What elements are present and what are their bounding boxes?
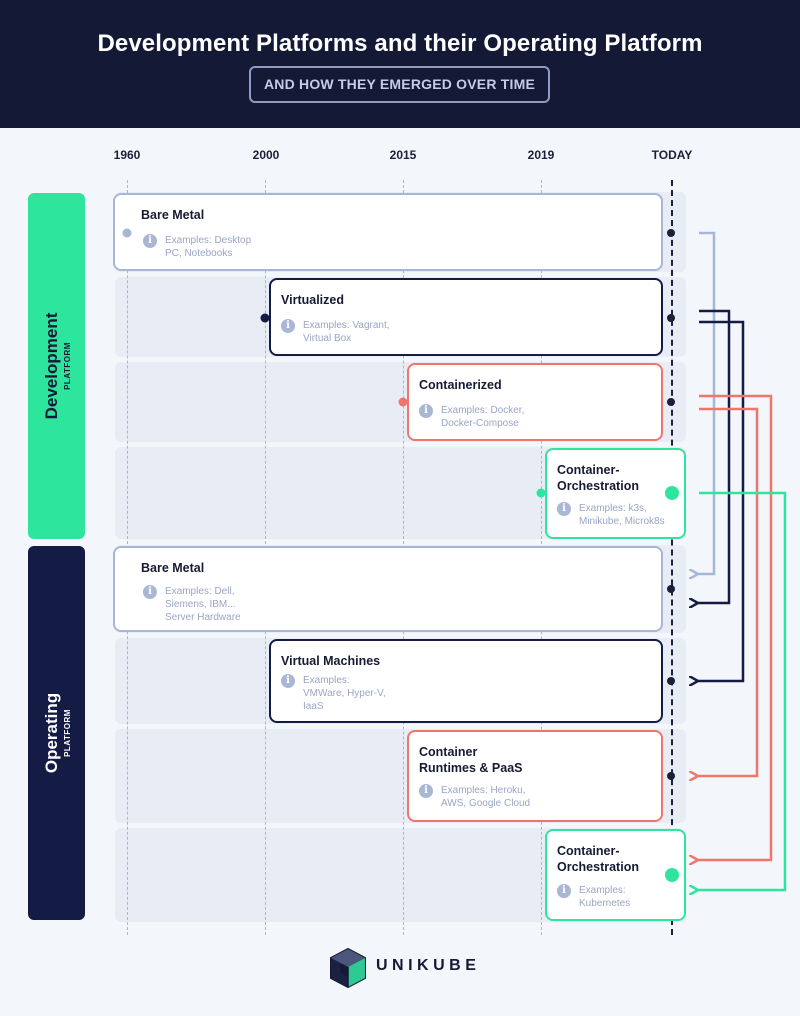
info-icon: i	[557, 502, 571, 516]
info-icon: i	[419, 784, 433, 798]
card-title: Container-Orchestration	[557, 844, 639, 874]
today-dot	[667, 585, 675, 593]
card-examples: Examples: Dell,Siemens, IBM...Server Har…	[165, 586, 241, 623]
today-dot	[667, 398, 675, 406]
today-dot	[665, 486, 679, 500]
year-label-today: TODAY	[651, 148, 693, 162]
today-dot	[667, 229, 675, 237]
start-dot	[122, 228, 132, 238]
year-label-2019: 2019	[527, 148, 555, 162]
unikube-logo-icon	[330, 947, 366, 989]
dev-card-container-orchestration: Container-Orchestration i Examples: k3s,…	[545, 448, 686, 539]
info-icon: i	[143, 585, 157, 599]
today-dot	[667, 772, 675, 780]
start-dot	[260, 313, 270, 323]
dev-card-virtualized: Virtualized i Examples: Vagrant,Virtual …	[269, 278, 663, 356]
card-examples: Examples:Kubernetes	[579, 885, 631, 909]
card-title: Bare Metal	[141, 208, 205, 222]
today-dot	[667, 677, 675, 685]
sidebar-development: Development PLATFORM	[28, 193, 85, 539]
card-title: Virtual Machines	[281, 654, 381, 668]
info-icon: i	[281, 319, 295, 333]
info-icon: i	[557, 884, 571, 898]
today-dot	[665, 868, 679, 882]
card-title: Bare Metal	[141, 561, 205, 575]
connector-containerized-runtimes	[697, 407, 759, 776]
card-examples: Examples:VMWare, Hyper-V,IaaS	[303, 675, 386, 712]
ops-card-container-orchestration: Container-Orchestration i Examples:Kuber…	[545, 829, 686, 921]
dev-card-containerized: Containerized i Examples: Docker,Docker-…	[407, 363, 663, 441]
year-label-2000: 2000	[252, 148, 280, 162]
connector-containerized-orchestration	[697, 394, 773, 860]
sidebar-operating: Operating PLATFORM	[28, 546, 85, 920]
connector-bare-metal	[697, 231, 716, 574]
page-subtitle: AND HOW THEY EMERGED OVER TIME	[249, 66, 550, 103]
connector-virtualized-bare-metal	[697, 309, 731, 603]
info-icon: i	[281, 674, 295, 688]
brand-name: UNIKUBE	[376, 957, 481, 974]
page-title: Development Platforms and their Operatin…	[97, 30, 703, 57]
info-icon: i	[419, 404, 433, 418]
card-title: Virtualized	[281, 293, 344, 307]
header-banner: Development Platforms and their Operatin…	[0, 0, 800, 128]
card-title: Containerized	[419, 378, 502, 392]
connector-virtualized-vm	[697, 320, 745, 681]
card-examples: Examples: Vagrant,Virtual Box	[303, 320, 390, 344]
today-dot	[667, 314, 675, 322]
gridline-today	[671, 180, 673, 935]
year-label-1960: 1960	[113, 148, 141, 162]
start-dot	[398, 397, 408, 407]
start-dot	[536, 488, 546, 498]
info-icon: i	[143, 234, 157, 248]
card-examples: Examples: Heroku,AWS, Google Cloud	[441, 785, 531, 809]
ops-card-bare-metal: Bare Metal i Examples: Dell,Siemens, IBM…	[113, 546, 663, 632]
card-title: Container-Orchestration	[557, 463, 639, 493]
connector-orchestration	[697, 491, 787, 890]
card-examples: Examples: Docker,Docker-Compose	[441, 405, 525, 429]
ops-card-virtual-machines: Virtual Machines i Examples:VMWare, Hype…	[269, 639, 663, 723]
card-examples: Examples: k3s,Minikube, Microk8s	[579, 503, 665, 527]
year-label-2015: 2015	[389, 148, 417, 162]
